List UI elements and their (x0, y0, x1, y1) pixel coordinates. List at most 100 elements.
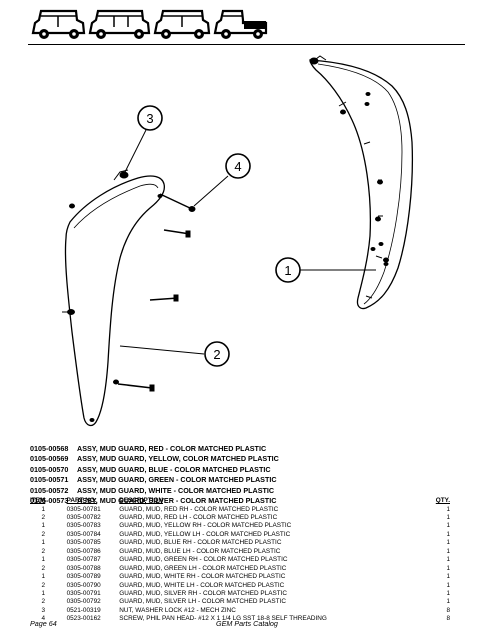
assembly-description: ASSY, MUD GUARD, RED - COLOR MATCHED PLA… (77, 444, 267, 453)
row-item: 4 (41, 615, 46, 623)
row-part-no: 0305-00787 (66, 556, 101, 564)
assembly-part-no: 0105-00570 (30, 464, 69, 474)
row-qty: 1 (446, 539, 450, 547)
callout-3-label: 3 (146, 111, 153, 126)
assembly-description: ASSY, MUD GUARD, SILVER - COLOR MATCHED … (77, 495, 277, 505)
utility-vehicle-icon (213, 9, 268, 39)
row-description: NUT, WASHER LOCK #12 - MECH ZINC (119, 606, 236, 614)
assembly-part-no: 0105-00571 (30, 475, 69, 485)
row-qty: 1 (446, 598, 450, 606)
table-row: 2 0305-00790 GUARD, MUD, WHITE LH - COLOR … (30, 581, 451, 590)
row-qty: 1 (446, 564, 450, 572)
rh-mud-guard-drawing (309, 55, 414, 310)
callout-2-label: 2 (213, 347, 220, 362)
header-description: DESCRIPTION (119, 497, 163, 504)
assembly-part-no: 0105-00569 (30, 454, 69, 464)
row-description: GUARD, MUD, SILVER LH - COLOR MATCHED PL… (119, 598, 286, 606)
row-item: 1 (41, 522, 46, 530)
row-part-no: 0305-00781 (66, 505, 101, 513)
row-qty: 1 (446, 522, 450, 530)
assembly-description: ASSY, MUD GUARD, BLUE - COLOR MATCHED PL… (77, 464, 271, 474)
mud-guard-exploded-diagram: 1 2 3 4 (62, 55, 414, 427)
row-item: 1 (41, 556, 46, 564)
table-row: 2 0305-00784 GUARD, MUD, YELLOW LH - COLOR… (30, 530, 451, 539)
row-part-no: 0305-00790 (66, 581, 101, 589)
assembly-line: 0105-00571 ASSY, MUD GUARD, GREEN - COLOR… (30, 475, 470, 485)
row-description: GUARD, MUD, RED RH - COLOR MATCHED PLAST… (119, 505, 279, 513)
row-description: GUARD, MUD, RED LH - COLOR MATCHED PLAST… (119, 513, 278, 521)
row-part-no: 0305-00784 (66, 530, 101, 538)
table-row: 2 0305-00782 GUARD, MUD, RED LH - COLOR MA… (30, 513, 451, 522)
row-part-no: 0521-00319 (66, 606, 101, 614)
row-item: 2 (41, 564, 46, 572)
assembly-description: ASSY, MUD GUARD, GREEN - COLOR MATCHED P… (77, 475, 277, 485)
row-qty: 1 (446, 530, 450, 538)
assembly-list: 0105-00568 ASSY, MUD GUARD, RED - COLOR M… (30, 444, 470, 506)
assembly-description: ASSY, MUD GUARD, YELLOW, COLOR MATCHED P… (77, 454, 279, 464)
row-part-no: 0305-00791 (66, 590, 101, 598)
lh-mud-guard-drawing (62, 169, 166, 427)
row-part-no: 0305-00789 (66, 573, 101, 581)
page-number: Page 64 (30, 619, 57, 628)
row-part-no: 0305-00782 (66, 513, 101, 521)
catalog-title: GEM Parts Catalog (216, 619, 278, 628)
row-description: GUARD, MUD, BLUE LH - COLOR MATCHED PLAS… (119, 547, 281, 555)
row-item: 2 (41, 513, 46, 521)
callout-4-label: 4 (234, 159, 241, 174)
row-description: GUARD, MUD, SILVER RH - COLOR MATCHED PL… (119, 590, 288, 598)
row-qty: 1 (446, 590, 450, 598)
header-rule (28, 44, 465, 45)
header-qty: QTY. (435, 497, 450, 504)
row-part-no: 0305-00786 (66, 547, 101, 555)
vehicle-icons (31, 9, 268, 39)
six-seat-vehicle-icon (153, 9, 211, 39)
row-qty: 8 (446, 606, 450, 614)
assembly-description: ASSY, MUD GUARD, WHITE - COLOR MATCHED P… (77, 485, 275, 495)
assembly-part-no: 0105-00572 (30, 485, 69, 495)
row-item: 2 (41, 530, 46, 538)
row-item: 3 (41, 606, 46, 614)
callout-1-label: 1 (284, 263, 291, 278)
screw-fasteners (117, 193, 196, 392)
row-item: 2 (41, 581, 46, 589)
parts-table-header: ITEM PART NO. DESCRIPTION QTY. (30, 497, 450, 506)
table-row: 2 0305-00788 GUARD, MUD, GREEN LH - COLOR … (30, 564, 451, 573)
row-part-no: 0523-00162 (66, 615, 101, 623)
assembly-line: 0105-00568 ASSY, MUD GUARD, RED - COLOR M… (30, 444, 470, 454)
row-description: GUARD, MUD, WHITE LH - COLOR MATCHED PLA… (119, 581, 285, 589)
row-item: 1 (41, 590, 46, 598)
row-part-no: 0305-00783 (66, 522, 101, 530)
row-part-no: 0305-00792 (66, 598, 101, 606)
four-seat-vehicle-icon (88, 9, 151, 39)
row-item: 2 (41, 598, 46, 606)
row-part-no: 0305-00788 (66, 564, 101, 572)
row-qty: 1 (446, 513, 450, 521)
header-part-no: PART NO. (66, 497, 97, 504)
row-description: GUARD, MUD, WHITE RH - COLOR MATCHED PLA… (119, 573, 286, 581)
row-qty: 1 (446, 556, 450, 564)
row-description: GUARD, MUD, GREEN LH - COLOR MATCHED PLA… (119, 564, 287, 572)
assembly-line: 0105-00570 ASSY, MUD GUARD, BLUE - COLOR … (30, 465, 470, 475)
row-qty: 1 (446, 547, 450, 555)
row-qty: 1 (446, 573, 450, 581)
table-row: 1 0305-00783 GUARD, MUD, YELLOW RH - COLOR… (30, 522, 451, 530)
row-qty: 1 (446, 505, 450, 513)
assembly-part-no: 0105-00568 (30, 444, 69, 453)
table-row: 1 0305-00781 GUARD, MUD, RED RH - COLOR MA… (30, 505, 451, 514)
row-description: GUARD, MUD, YELLOW RH - COLOR MATCHED PL… (119, 522, 292, 530)
assembly-line: 0105-00569 ASSY, MUD GUARD, YELLOW, COLOR… (30, 454, 470, 464)
row-item: 1 (41, 573, 46, 581)
row-description: GUARD, MUD, YELLOW LH - COLOR MATCHED PL… (119, 530, 291, 538)
row-description: GUARD, MUD, BLUE RH - COLOR MATCHED PLAS… (119, 539, 282, 547)
row-item: 1 (41, 539, 46, 547)
two-seat-vehicle-icon (31, 9, 86, 39)
table-row: 2 0305-00792 GUARD, MUD, SILVER LH - COLOR… (30, 598, 451, 606)
table-row: 3 0521-00319 NUT, WASHER LOCK #12 - MECH Z… (30, 606, 451, 615)
row-qty: 1 (446, 581, 450, 589)
